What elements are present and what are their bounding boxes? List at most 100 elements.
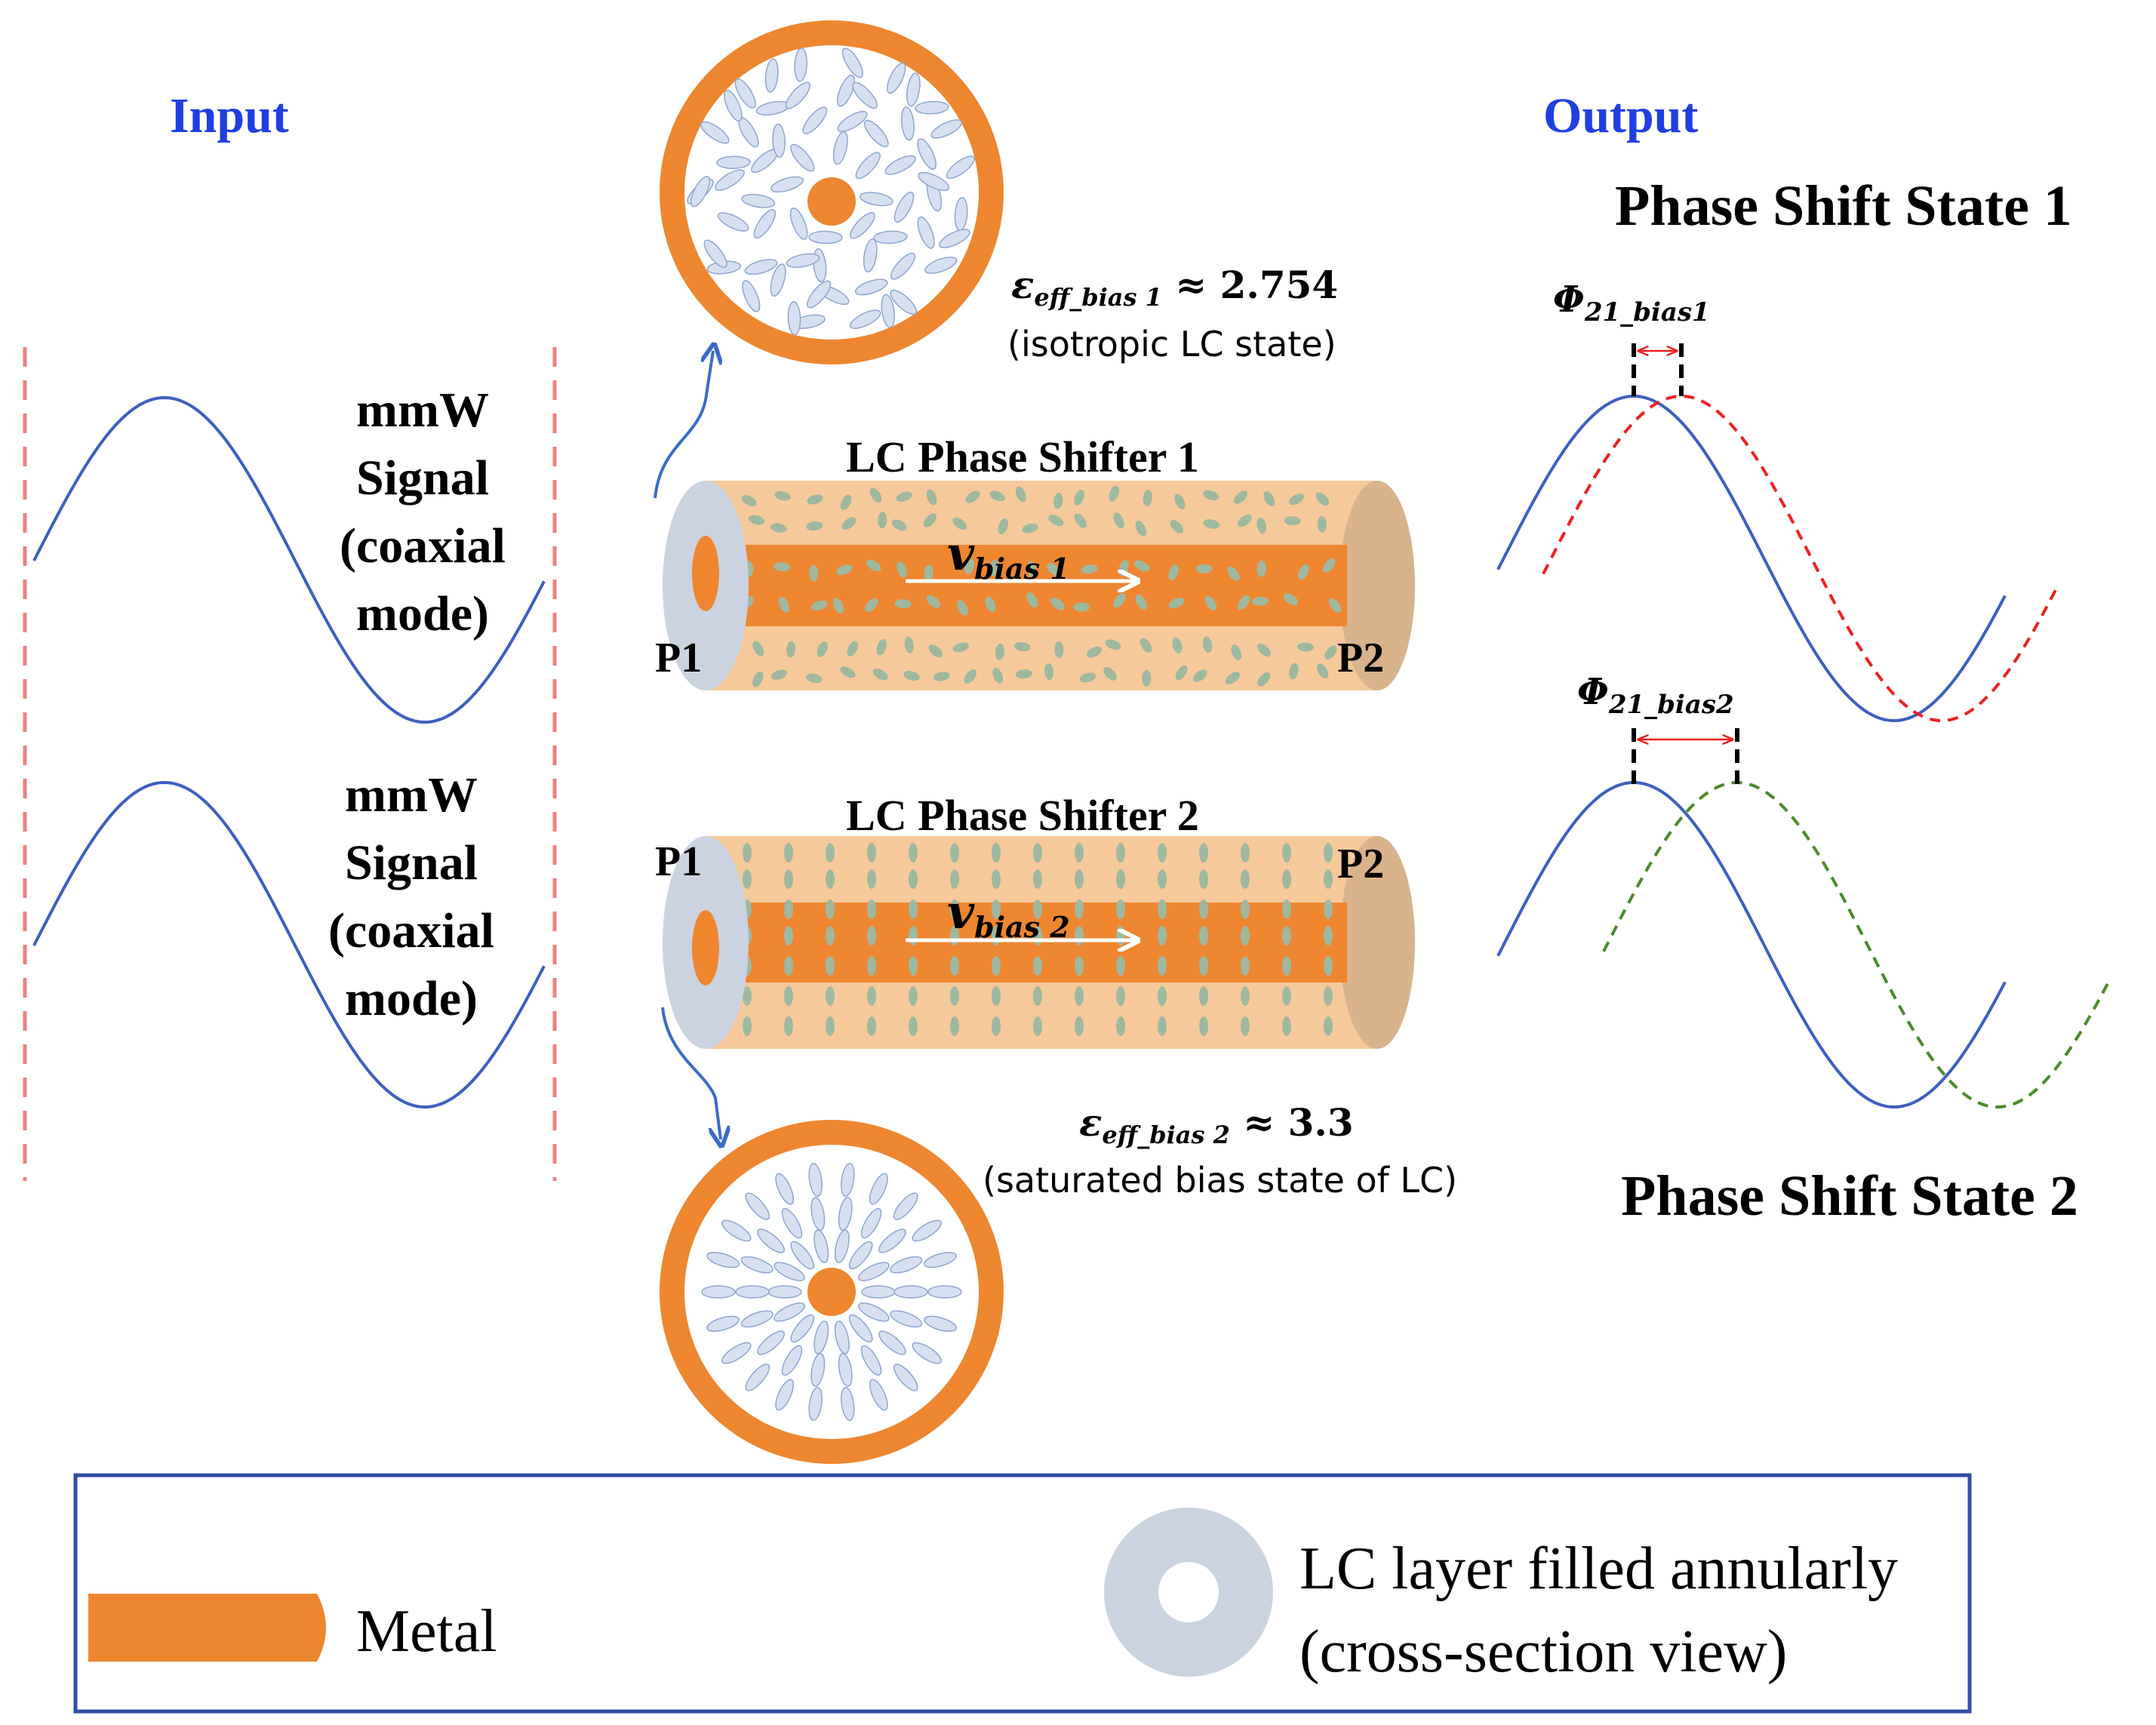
lc-molecule <box>778 596 789 613</box>
lc-molecule <box>1086 646 1103 658</box>
lc-molecule <box>1199 843 1208 862</box>
lc-molecule <box>826 926 835 946</box>
lc-molecule <box>813 1321 829 1354</box>
lc-molecule <box>826 843 835 862</box>
shifter-1-molecules <box>740 485 1342 687</box>
lc-molecule <box>790 1241 815 1270</box>
lc-molecule <box>1282 926 1291 946</box>
lc-molecule <box>1054 641 1064 658</box>
lc-molecule <box>992 869 1001 889</box>
lc-molecule <box>1033 986 1042 1006</box>
lc-molecule <box>1231 644 1242 660</box>
lc-molecule <box>939 229 970 248</box>
cross-section-saturated <box>660 1120 1004 1464</box>
lc-molecule <box>1199 956 1208 976</box>
lc-molecule <box>992 843 1001 862</box>
lc-molecule <box>703 239 727 269</box>
lc-molecule <box>770 669 787 680</box>
lc-molecule <box>909 843 918 862</box>
lc-molecule <box>1013 641 1031 652</box>
lc-molecule <box>894 599 912 609</box>
shifter-2-port-out: P2 <box>1337 841 1384 887</box>
lc-molecule <box>1158 986 1167 1006</box>
lc-molecule <box>743 843 752 862</box>
isotropic-molecules <box>687 48 975 336</box>
lc-molecule <box>1328 598 1342 613</box>
lc-molecule <box>1074 490 1084 506</box>
lc-molecule <box>909 986 918 1006</box>
signal-label-2-line3: (coaxial <box>328 903 494 958</box>
signal-label-1: mmW Signal (coaxial mode) <box>340 383 506 641</box>
shifter-1-velocity-label: vbias 1 <box>947 526 1070 586</box>
lc-molecule <box>1227 566 1240 581</box>
lc-molecule <box>867 1016 876 1036</box>
lc-molecule <box>1256 643 1272 657</box>
lc-molecule <box>840 494 852 510</box>
lc-molecule <box>735 1285 770 1299</box>
lc-molecule <box>1202 490 1219 501</box>
lc-molecule <box>813 1229 829 1263</box>
lc-molecule <box>770 263 786 297</box>
lc-molecule <box>1026 592 1038 608</box>
lc-molecule <box>1050 598 1065 610</box>
lc-molecule <box>917 138 937 170</box>
lc-molecule <box>869 487 882 503</box>
lc-layer-swatch-hole <box>1158 1562 1219 1622</box>
lc-molecule <box>790 1314 815 1343</box>
lc-molecule <box>724 89 743 122</box>
epsilon-1-note: (isotropic LC state) <box>1007 324 1336 364</box>
lc-molecule <box>1116 1016 1125 1036</box>
lc-molecule <box>909 899 918 919</box>
legend-lc-label-line1: LC layer filled annularly <box>1299 1536 1898 1602</box>
lc-molecule <box>810 1352 826 1387</box>
lc-molecule <box>757 1330 785 1355</box>
lc-molecule <box>826 899 835 919</box>
lc-molecule <box>1015 486 1026 503</box>
lc-molecule <box>909 926 918 946</box>
lc-molecule <box>775 1173 795 1205</box>
lc-molecule <box>886 62 906 94</box>
lc-molecule <box>838 1352 853 1387</box>
lc-molecule <box>873 230 908 244</box>
lc-molecule <box>1174 494 1186 509</box>
lc-molecule <box>946 155 975 180</box>
lc-molecule <box>1199 986 1208 1006</box>
output-1-reference-wave <box>1496 394 2007 723</box>
lc-molecule <box>1241 869 1250 889</box>
lc-molecule <box>866 559 881 572</box>
lc-molecule <box>893 192 915 223</box>
lc-molecule <box>1323 558 1336 573</box>
lc-molecule <box>867 926 876 946</box>
lc-molecule <box>893 1364 918 1391</box>
inner-conductor <box>807 177 856 226</box>
lc-molecule <box>807 494 823 505</box>
lc-molecule <box>1282 843 1291 862</box>
lc-molecule <box>867 986 876 1006</box>
lc-molecule <box>992 899 1001 919</box>
lc-molecule <box>860 1345 882 1376</box>
lc-molecule <box>1324 956 1333 976</box>
lc-molecule <box>1074 513 1087 528</box>
lc-molecule <box>1225 672 1240 684</box>
lc-molecule <box>867 869 876 889</box>
state-1-heading: Phase Shift State 1 <box>1615 174 2072 238</box>
lc-molecule <box>927 1285 962 1299</box>
lc-molecule <box>1315 492 1330 506</box>
lc-phase-shifter-1: LC Phase Shifter 1 vbias 1 P1 P2 <box>655 432 1415 690</box>
lc-molecule <box>867 899 876 919</box>
lc-molecule <box>1116 869 1125 889</box>
lc-molecule <box>715 169 745 191</box>
lc-molecule <box>1140 638 1152 653</box>
lc-molecule <box>890 1256 923 1274</box>
lc-molecule <box>896 491 912 502</box>
lc-molecule <box>1199 1016 1208 1036</box>
epsilon-2-label: εeff_bias 2 ≈ 3.3 <box>1079 1100 1354 1149</box>
signal-label-2-line2: Signal <box>345 835 478 890</box>
lc-molecule <box>995 643 1004 660</box>
lc-molecule <box>1113 593 1126 608</box>
lc-molecule <box>1158 926 1167 946</box>
lc-molecule <box>1168 564 1179 580</box>
lc-molecule <box>1241 1016 1250 1036</box>
lc-molecule <box>1033 1016 1042 1036</box>
lc-molecule <box>1033 869 1042 889</box>
